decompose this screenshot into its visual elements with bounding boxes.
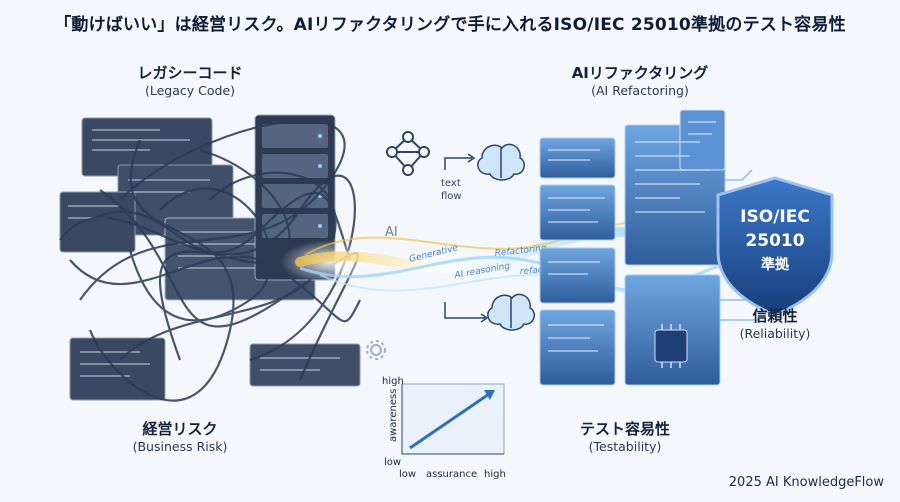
ai-label: AI <box>385 225 398 240</box>
flow-label-line2: flow <box>441 191 462 202</box>
ai-refactoring-subtitle: (AI Refactoring) <box>591 83 689 98</box>
x-axis-label: assurance <box>426 469 477 480</box>
y-axis-label: awareness <box>388 389 399 442</box>
page-title: 「動けばいい」は経営リスク。AIリファクタリングで手に入れるISO/IEC 25… <box>54 15 846 35</box>
brain-icon <box>487 293 535 331</box>
reliability-subtitle: (Reliability) <box>739 326 811 341</box>
trend-line <box>409 390 493 450</box>
gear-icon <box>366 340 386 360</box>
legacy-code-subtitle: (Legacy Code) <box>144 83 236 98</box>
x-axis-high: high <box>484 469 506 480</box>
y-axis-high: high <box>382 376 404 387</box>
certification-shield: ISO/IEC 25010 準拠 <box>716 176 834 317</box>
shield-line1: ISO/IEC <box>740 207 810 227</box>
testability-title: テスト容易性 <box>579 420 670 438</box>
brain-icon <box>477 143 525 181</box>
tangled-cables <box>59 119 361 402</box>
network-icon <box>386 131 430 176</box>
refactored-code-panels <box>539 109 760 386</box>
shield-line2: 25010 <box>745 231 804 251</box>
arrow-icon <box>444 153 489 323</box>
business-risk-title: 経営リスク <box>142 420 218 438</box>
x-axis-low: low <box>399 469 416 480</box>
testability-subtitle: (Testability) <box>588 439 662 454</box>
business-risk-subtitle: (Business Risk) <box>132 439 228 454</box>
reliability-title: 信頼性 <box>752 307 798 325</box>
watermark: 2025 AI KnowledgeFlow <box>728 475 884 490</box>
trend-arrowhead <box>484 390 495 400</box>
flow-label-line1: text <box>441 178 461 189</box>
mini-chart: high awareness low low assurance high <box>382 376 506 480</box>
shield-line3: 準拠 <box>761 256 790 273</box>
ai-refactoring-title: AIリファクタリング <box>571 64 709 82</box>
legacy-code-title: レガシーコード <box>137 64 243 82</box>
y-axis-low: low <box>384 457 401 468</box>
